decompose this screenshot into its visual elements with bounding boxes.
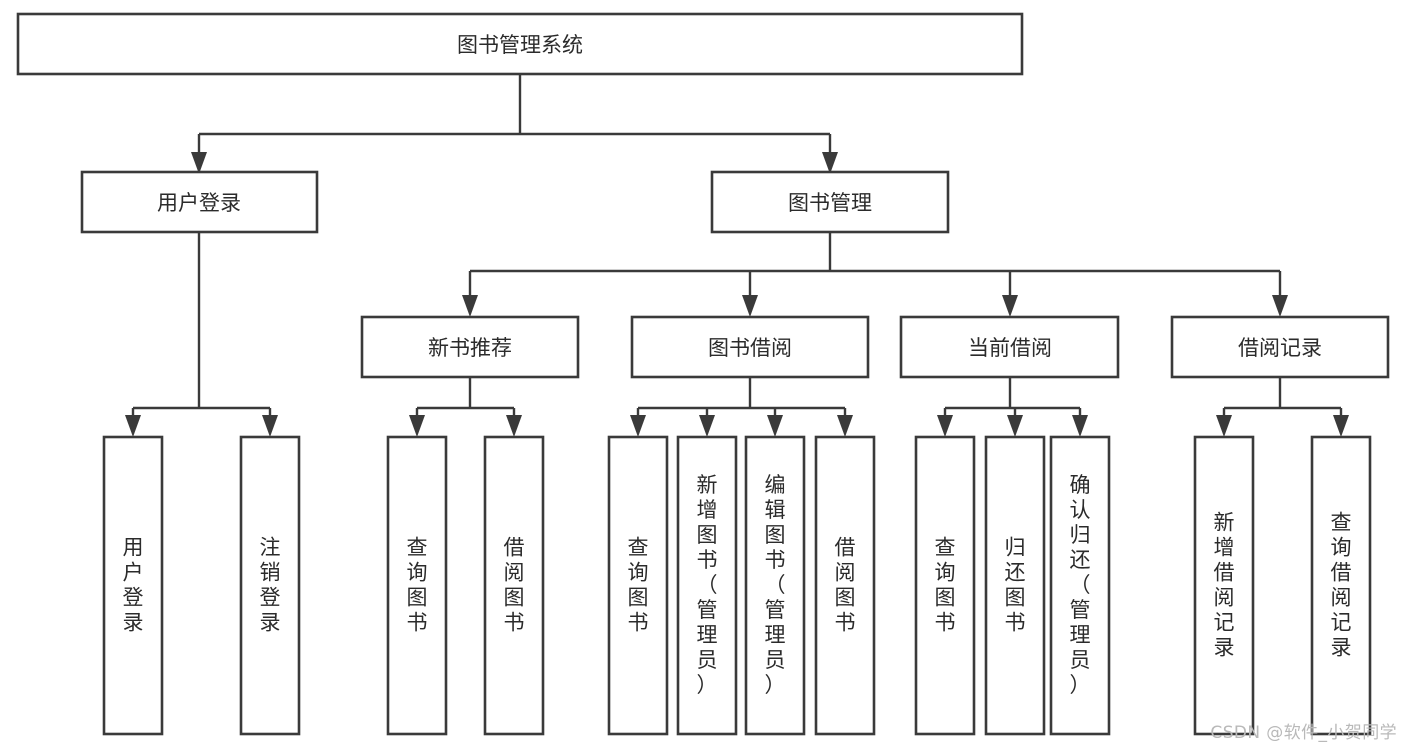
leaf-node[interactable]: 借阅图书 xyxy=(814,435,876,736)
node-book-borrow-label: 图书借阅 xyxy=(708,336,792,360)
node-root-box[interactable] xyxy=(16,12,1024,76)
node-book-manage-box[interactable] xyxy=(710,170,950,234)
leaf-query-record-label: 查询借阅记录 xyxy=(1331,511,1352,660)
node-book-borrow-box[interactable] xyxy=(630,315,870,379)
connector-bookborrow-to-leaves xyxy=(636,378,847,422)
arrow-to-leaf-query-book-2 xyxy=(630,415,646,437)
arrow-to-leaf-user-login xyxy=(125,415,141,437)
leaf-node[interactable]: 借阅图书 xyxy=(483,435,545,736)
node-user-login-box[interactable] xyxy=(80,170,319,234)
arrow-to-user-login xyxy=(191,152,207,174)
leaf-logout-label: 注销登录 xyxy=(260,536,281,635)
leaf-node[interactable]: 确认归还（管理员） xyxy=(1049,435,1111,736)
arrow-to-leaf-return-book xyxy=(1007,415,1023,437)
leaf-user-login-label: 用户登录 xyxy=(123,536,144,635)
node-book-borrow[interactable]: 图书借阅 xyxy=(630,315,870,379)
leaf-query-book-3-label: 查询图书 xyxy=(935,536,956,635)
arrow-to-leaf-confirm-return xyxy=(1072,415,1088,437)
leaf-node[interactable]: 注销登录 xyxy=(239,435,301,736)
leaf-return-book-label: 归还图书 xyxy=(1005,536,1026,635)
arrow-to-leaf-query-record xyxy=(1333,415,1349,437)
node-root[interactable]: 图书管理系统 xyxy=(16,12,1024,76)
leaf-query-book-1-label: 查询图书 xyxy=(407,536,428,635)
node-borrow-record-box[interactable] xyxy=(1170,315,1390,379)
node-new-book-recommend[interactable]: 新书推荐 xyxy=(360,315,580,379)
leaf-node[interactable]: 查询图书 xyxy=(386,435,448,736)
arrow-to-leaf-add-book xyxy=(699,415,715,437)
leaf-node[interactable]: 归还图书 xyxy=(984,435,1046,736)
leaf-borrow-book-2-label: 借阅图书 xyxy=(835,536,856,635)
node-current-borrow[interactable]: 当前借阅 xyxy=(899,315,1120,379)
node-book-manage[interactable]: 图书管理 xyxy=(710,170,950,234)
node-user-login-label: 用户登录 xyxy=(157,191,241,215)
arrow-to-leaf-borrow-book-2 xyxy=(837,415,853,437)
arrow-to-leaf-borrow-book-1 xyxy=(506,415,522,437)
leaf-logout-box[interactable] xyxy=(239,435,301,736)
connector-newbook-to-leaves xyxy=(415,378,516,422)
leaf-add-record-box[interactable] xyxy=(1193,435,1255,736)
leaf-node[interactable]: 查询借阅记录 xyxy=(1310,435,1372,736)
leaf-add-book-label: 新增图书（管理员） xyxy=(697,473,718,697)
connector-layer xyxy=(125,74,1349,437)
connector-bookmanage-to-bus xyxy=(468,232,1282,303)
leaf-borrow-book-1-box[interactable] xyxy=(483,435,545,736)
arrow-to-book-borrow xyxy=(742,295,758,317)
leaf-node[interactable]: 查询图书 xyxy=(607,435,669,736)
leaf-confirm-return-box[interactable] xyxy=(1049,435,1111,736)
arrow-to-borrow-record xyxy=(1272,295,1288,317)
connector-root-to-bus xyxy=(197,74,832,160)
node-borrow-record-label: 借阅记录 xyxy=(1238,336,1322,360)
leaf-layer: 用户登录 注销登录 查询图书 借阅图书 查询图书 新增图书（管理员） xyxy=(102,435,1372,736)
arrow-to-current-borrow xyxy=(1002,295,1018,317)
leaf-query-book-3-box[interactable] xyxy=(914,435,976,736)
leaf-borrow-book-1-label: 借阅图书 xyxy=(504,536,525,635)
leaf-node[interactable]: 查询图书 xyxy=(914,435,976,736)
arrow-to-book-manage xyxy=(822,152,838,174)
leaf-node[interactable]: 新增图书（管理员） xyxy=(676,435,738,736)
arrow-to-leaf-query-book-1 xyxy=(409,415,425,437)
arrow-to-leaf-edit-book xyxy=(767,415,783,437)
leaf-edit-book-box[interactable] xyxy=(744,435,806,736)
node-book-manage-label: 图书管理 xyxy=(788,191,872,215)
node-current-borrow-label: 当前借阅 xyxy=(968,336,1052,360)
leaf-query-book-2-label: 查询图书 xyxy=(628,536,649,635)
leaf-add-book-box[interactable] xyxy=(676,435,738,736)
arrow-to-leaf-add-record xyxy=(1216,415,1232,437)
leaf-confirm-return-label: 确认归还（管理员） xyxy=(1070,473,1091,697)
node-root-label: 图书管理系统 xyxy=(457,33,583,57)
arrow-to-leaf-query-book-3 xyxy=(937,415,953,437)
leaf-borrow-book-2-box[interactable] xyxy=(814,435,876,736)
leaf-user-login-box[interactable] xyxy=(102,435,164,736)
leaf-node[interactable]: 用户登录 xyxy=(102,435,164,736)
node-current-borrow-box[interactable] xyxy=(899,315,1120,379)
arrow-to-leaf-logout xyxy=(262,415,278,437)
arrow-to-new-book xyxy=(462,295,478,317)
node-borrow-record[interactable]: 借阅记录 xyxy=(1170,315,1390,379)
leaf-query-book-1-box[interactable] xyxy=(386,435,448,736)
node-new-book-recommend-box[interactable] xyxy=(360,315,580,379)
connector-borrowrecord-to-leaves xyxy=(1222,378,1343,422)
node-user-login[interactable]: 用户登录 xyxy=(80,170,319,234)
node-new-book-recommend-label: 新书推荐 xyxy=(428,336,512,360)
leaf-return-book-box[interactable] xyxy=(984,435,1046,736)
leaf-node[interactable]: 新增借阅记录 xyxy=(1193,435,1255,736)
leaf-query-book-2-box[interactable] xyxy=(607,435,669,736)
leaf-node[interactable]: 编辑图书（管理员） xyxy=(744,435,806,736)
leaf-query-record-box[interactable] xyxy=(1310,435,1372,736)
leaf-edit-book-label: 编辑图书（管理员） xyxy=(765,473,786,697)
connector-userlogin-to-leaves xyxy=(131,232,272,422)
csdn-watermark: CSDN @软件_小贺同学 xyxy=(1210,723,1397,743)
leaf-add-record-label: 新增借阅记录 xyxy=(1214,511,1235,660)
